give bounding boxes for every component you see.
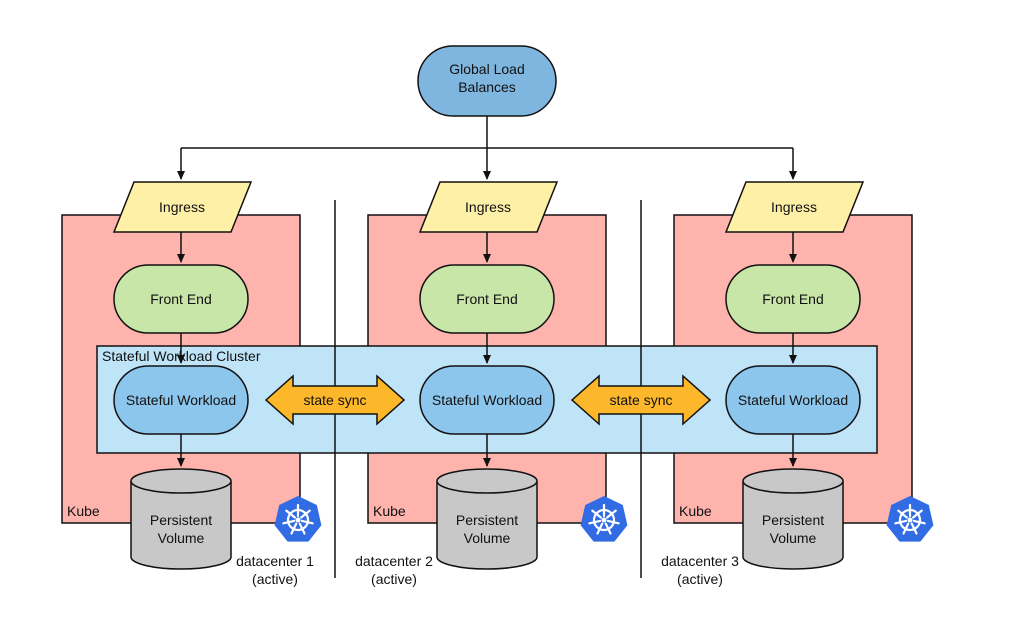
datacenter-column-3: Ingress Front End Stateful Workload Pers… bbox=[661, 181, 934, 587]
datacenter-status: (active) bbox=[252, 571, 298, 587]
datacenter-column-2: Ingress Front End Stateful Workload Pers… bbox=[355, 181, 628, 587]
stateful-workload-label: Stateful Workload bbox=[738, 392, 848, 408]
persistent-volume bbox=[436, 468, 538, 570]
front-end-label: Front End bbox=[150, 291, 211, 307]
ingress-node bbox=[724, 181, 865, 233]
front-end-label: Front End bbox=[762, 291, 823, 307]
persistent-volume-label-line2: Volume bbox=[158, 530, 205, 546]
ingress-label: Ingress bbox=[159, 199, 205, 215]
kubernetes-icon bbox=[274, 496, 322, 542]
persistent-volume-label-line1: Persistent bbox=[456, 512, 518, 528]
stateful-workload-label: Stateful Workload bbox=[432, 392, 542, 408]
kubernetes-icon bbox=[580, 496, 628, 542]
state-sync-label: state sync bbox=[609, 392, 672, 408]
persistent-volume-label-line2: Volume bbox=[464, 530, 511, 546]
kube-label: Kube bbox=[679, 503, 712, 519]
ingress-label: Ingress bbox=[771, 199, 817, 215]
datacenter-status: (active) bbox=[371, 571, 417, 587]
ingress-label: Ingress bbox=[465, 199, 511, 215]
persistent-volume bbox=[742, 468, 844, 570]
datacenter-status: (active) bbox=[677, 571, 723, 587]
datacenter-name: datacenter 2 bbox=[355, 553, 433, 569]
datacenter-column-1: Ingress Front End Stateful Workload Pers… bbox=[67, 181, 322, 587]
persistent-volume bbox=[130, 468, 232, 570]
kube-label: Kube bbox=[373, 503, 406, 519]
kubernetes-icon bbox=[886, 496, 934, 542]
persistent-volume-label-line1: Persistent bbox=[150, 512, 212, 528]
datacenter-name: datacenter 3 bbox=[661, 553, 739, 569]
persistent-volume-label-line1: Persistent bbox=[762, 512, 824, 528]
persistent-volume-label-line2: Volume bbox=[770, 530, 817, 546]
state-sync-arrow-2: state sync bbox=[570, 374, 712, 426]
front-end-label: Front End bbox=[456, 291, 517, 307]
datacenter-name: datacenter 1 bbox=[236, 553, 314, 569]
stateful-workload-label: Stateful Workload bbox=[126, 392, 236, 408]
ingress-node bbox=[112, 181, 253, 233]
global-lb-label-line2: Balances bbox=[458, 79, 516, 95]
state-sync-label: state sync bbox=[303, 392, 366, 408]
kube-label: Kube bbox=[67, 503, 100, 519]
global-lb-label-line1: Global Load bbox=[449, 61, 525, 77]
ingress-node bbox=[418, 181, 559, 233]
state-sync-arrow-1: state sync bbox=[264, 374, 406, 426]
